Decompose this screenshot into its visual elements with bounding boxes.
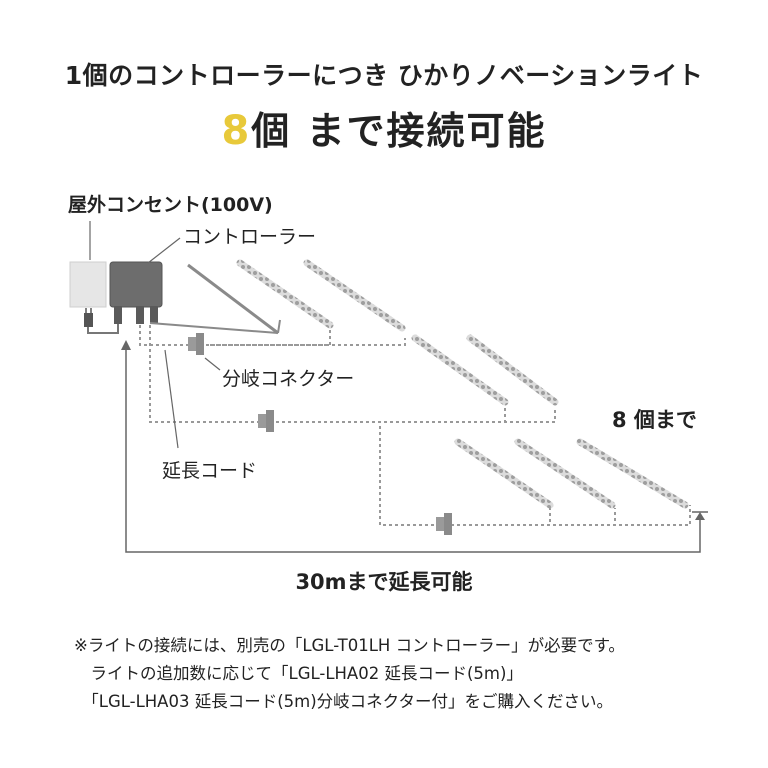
plug-icon xyxy=(84,313,93,327)
light-strip-1 xyxy=(187,263,279,335)
extension-pointer-line xyxy=(164,349,179,449)
light-strip-5 xyxy=(466,334,559,406)
power-cord xyxy=(87,322,119,334)
extension-cords xyxy=(139,325,691,526)
header-title-line1: 1個のコントローラーにつき ひかりノベーションライト xyxy=(64,61,704,90)
light-strip-6 xyxy=(454,438,554,509)
light-strip-2 xyxy=(236,259,334,329)
branch-connector-3 xyxy=(436,513,452,535)
controller-pointer-line xyxy=(147,237,181,264)
outlet-box xyxy=(69,261,107,308)
max-lights-label: 8 個まで xyxy=(612,408,697,432)
note-line-1: ※ライトの接続には、別売の「LGL-T01LH コントローラー」が必要です。 xyxy=(74,636,625,655)
light-strip-4 xyxy=(411,334,509,406)
branch-connector-1 xyxy=(188,333,204,355)
light-strip-8 xyxy=(576,438,689,509)
header-title-rest: まで接続可能 xyxy=(291,109,547,153)
extension-cord-label: 延長コード xyxy=(162,460,258,482)
light-count-number: 8 xyxy=(221,108,252,154)
controller-box xyxy=(109,261,163,308)
notes: ※ライトの接続には、別売の「LGL-T01LH コントローラー」が必要です。 ラ… xyxy=(74,632,754,716)
branch-connector-label: 分岐コネクター xyxy=(222,368,355,390)
max-length-label: 30mまで延長可能 xyxy=(295,570,473,594)
light-count-unit: 個 xyxy=(251,109,292,153)
light-strips xyxy=(236,259,689,509)
note-line-2: ライトの追加数に応じて「LGL-LHA02 延長コード(5m)」 xyxy=(74,664,523,683)
light-strip-7 xyxy=(514,438,616,509)
branch-pointer-line xyxy=(204,357,221,371)
branch-connector-2 xyxy=(258,410,274,432)
light-strip-3 xyxy=(303,259,406,332)
outlet-label: 屋外コンセント(100V) xyxy=(68,194,273,216)
controller-label: コントローラー xyxy=(183,226,317,248)
note-line-3: 「LGL-LHA03 延長コード(5m)分岐コネクター付」をご購入ください。 xyxy=(74,692,614,711)
header-title-line2: 8個 まで接続可能 xyxy=(0,100,768,155)
length-range-bracket xyxy=(121,340,708,553)
